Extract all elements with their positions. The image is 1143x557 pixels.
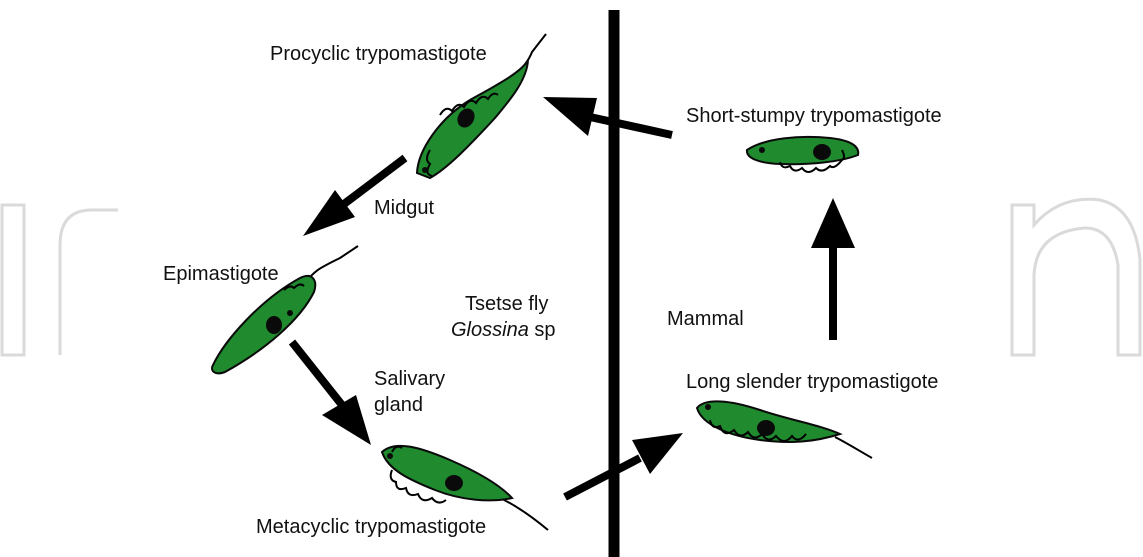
label-tsetse-fly: Tsetse fly [465, 292, 548, 316]
label-sp: sp [534, 319, 555, 341]
arrow-metacyclic-to-long-slender [565, 433, 683, 497]
long-slender-trypomastigote-cell [697, 401, 872, 458]
arrow-short-stumpy-to-procyclic [543, 97, 672, 136]
label-mammal: Mammal [667, 307, 744, 331]
label-gland: gland [374, 393, 423, 417]
arrow-long-slender-to-short-stumpy [811, 198, 855, 340]
label-midgut: Midgut [374, 196, 434, 220]
label-salivary: Salivary [374, 367, 445, 391]
label-long-slender: Long slender trypomastigote [686, 370, 938, 394]
label-glossina: Glossina [451, 319, 529, 341]
label-glossina-line: Glossina sp [451, 318, 556, 342]
short-stumpy-trypomastigote-cell [747, 137, 858, 172]
label-procyclic: Procyclic trypomastigote [270, 42, 487, 66]
label-short-stumpy: Short-stumpy trypomastigote [686, 104, 942, 128]
label-epimastigote: Epimastigote [163, 262, 279, 286]
label-metacyclic: Metacyclic trypomastigote [256, 515, 486, 539]
arrow-epimastigote-to-metacyclic [292, 342, 371, 445]
